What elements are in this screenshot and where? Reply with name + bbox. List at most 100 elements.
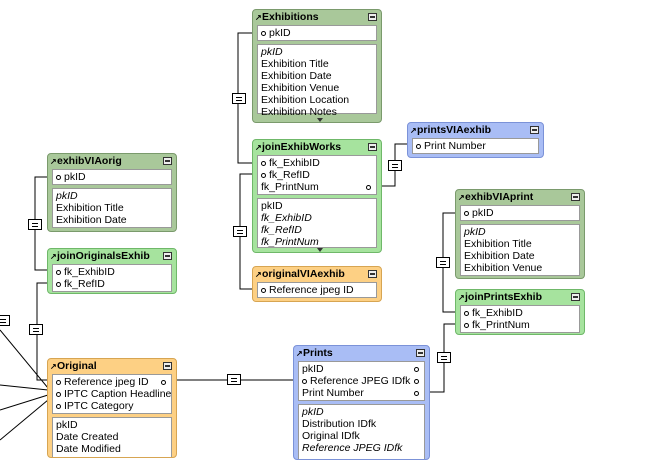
key-fields: pkID	[257, 25, 377, 41]
field[interactable]: fk_RefID	[261, 169, 373, 181]
field[interactable]: Distribution IDfk	[302, 418, 377, 430]
collapse-icon[interactable]	[368, 143, 377, 151]
field[interactable]: pkID	[56, 171, 168, 183]
field[interactable]: Reference jpeg ID	[261, 284, 373, 296]
field[interactable]: pkID	[261, 200, 283, 212]
key-fields: Reference jpeg ID IPTC Caption Headline …	[52, 374, 172, 414]
field[interactable]: fk_ExhibID	[464, 307, 576, 319]
field[interactable]: pkID	[464, 226, 486, 238]
field[interactable]: pkID	[302, 406, 324, 418]
key-fields: pkID Reference JPEG IDfk Print Number	[298, 361, 425, 401]
relationship-equals-icon[interactable]	[28, 219, 42, 230]
table-title: exhibVIAorig	[57, 155, 122, 167]
table-title: printsVIAexhib	[417, 124, 492, 136]
fields: pkID Exhibition Title Exhibition Date Ex…	[460, 224, 580, 276]
arrow-icon: ↗	[50, 157, 57, 166]
field[interactable]: Print Number	[416, 140, 535, 152]
collapse-icon[interactable]	[163, 157, 172, 165]
field[interactable]: Exhibition Notes	[261, 106, 337, 118]
collapse-icon[interactable]	[368, 13, 377, 21]
table-title: exhibVIAprint	[465, 191, 534, 203]
field[interactable]: Exhibition Title	[56, 202, 124, 214]
field[interactable]: Date Modified	[56, 443, 121, 455]
table-printsviaexhib[interactable]: ↗printsVIAexhib Print Number	[407, 122, 544, 158]
collapse-icon[interactable]	[368, 270, 377, 278]
relationship-equals-icon[interactable]	[0, 315, 10, 326]
field[interactable]: Exhibition Date	[261, 70, 332, 82]
table-title: joinPrintsExhib	[465, 291, 543, 303]
field[interactable]: Original IDfk	[302, 430, 360, 442]
field[interactable]: Exhibition Date	[56, 214, 127, 226]
collapse-icon[interactable]	[530, 126, 539, 134]
table-title: Prints	[303, 347, 333, 359]
field[interactable]: IPTC Category	[56, 400, 168, 412]
relationship-equals-icon[interactable]	[232, 93, 246, 104]
table-prints[interactable]: ↗Prints pkID Reference JPEG IDfk Print N…	[293, 345, 430, 460]
table-exhibitions[interactable]: ↗Exhibitions pkID pkID Exhibition Title …	[252, 9, 382, 123]
arrow-icon: ↗	[296, 349, 303, 358]
field[interactable]: pkID	[261, 46, 283, 58]
fields: pkID fk_ExhibID fk_RefID fk_PrintNum	[257, 198, 377, 248]
field[interactable]: Exhibition Venue	[261, 82, 340, 94]
field[interactable]: Print Number	[302, 387, 421, 399]
collapse-icon[interactable]	[571, 193, 580, 201]
field[interactable]: fk_ExhibID	[261, 157, 373, 169]
table-originalviaexhib[interactable]: ↗originalVIAexhib Reference jpeg ID	[252, 266, 382, 302]
table-title: Exhibitions	[262, 11, 319, 23]
field[interactable]: fk_ExhibID	[56, 266, 168, 278]
collapse-icon[interactable]	[416, 349, 425, 357]
fields: pkID Exhibition Title Exhibition Date Ex…	[257, 44, 377, 118]
key-fields: fk_ExhibID fk_RefID	[52, 264, 172, 292]
field[interactable]: pkID	[302, 363, 421, 375]
arrow-icon: ↗	[255, 270, 262, 279]
table-joinexhibworks[interactable]: ↗joinExhibWorks fk_ExhibID fk_RefID fk_P…	[252, 139, 382, 253]
field[interactable]: Exhibition Title	[261, 58, 329, 70]
relationship-equals-icon[interactable]	[233, 226, 247, 237]
field[interactable]: pkID	[56, 190, 78, 202]
field[interactable]: IPTC Caption Headline	[56, 388, 171, 400]
field[interactable]: Exhibition Date	[464, 250, 535, 262]
key-fields: Reference jpeg ID	[257, 282, 377, 298]
relationship-equals-icon[interactable]	[227, 374, 241, 385]
fields: pkID Exhibition Title Exhibition Date	[52, 188, 172, 228]
key-fields: fk_ExhibID fk_RefID fk_PrintNum	[257, 155, 377, 195]
arrow-icon: ↗	[410, 126, 417, 135]
field[interactable]: Reference JPEG IDfk	[302, 442, 403, 454]
field[interactable]: Date Created	[56, 431, 119, 443]
arrow-icon: ↗	[50, 252, 57, 261]
scroll-down-icon[interactable]	[317, 118, 323, 122]
field[interactable]: Reference JPEG IDfk	[302, 375, 421, 387]
field[interactable]: Reference jpeg ID	[56, 376, 168, 388]
field[interactable]: pkID	[464, 207, 576, 219]
fields: pkID Distribution IDfk Original IDfk Ref…	[298, 404, 425, 459]
field[interactable]: fk_RefID	[56, 278, 168, 290]
table-joinprintsexhib[interactable]: ↗joinPrintsExhib fk_ExhibID fk_PrintNum	[455, 289, 585, 335]
field[interactable]: fk_PrintNum	[261, 181, 373, 193]
field[interactable]: Exhibition Location	[261, 94, 350, 106]
relationship-equals-icon[interactable]	[388, 160, 402, 171]
table-exhibviaprint[interactable]: ↗exhibVIAprint pkID pkID Exhibition Titl…	[455, 189, 585, 279]
field[interactable]: fk_PrintNum	[464, 319, 576, 331]
scroll-down-icon[interactable]	[317, 248, 323, 252]
key-fields: fk_ExhibID fk_PrintNum	[460, 305, 580, 333]
relationship-equals-icon[interactable]	[436, 257, 450, 268]
table-title: joinExhibWorks	[262, 141, 342, 153]
field[interactable]: Exhibition Venue	[464, 262, 543, 274]
table-original[interactable]: ↗Original Reference jpeg ID IPTC Caption…	[47, 358, 177, 458]
field[interactable]: fk_PrintNum	[261, 236, 319, 248]
table-title: originalVIAexhib	[262, 268, 345, 280]
field[interactable]: pkID	[261, 27, 373, 39]
table-joinoriginalsexhib[interactable]: ↗joinOriginalsExhib fk_ExhibID fk_RefID	[47, 248, 177, 294]
collapse-icon[interactable]	[163, 362, 172, 370]
field[interactable]: fk_RefID	[261, 224, 302, 236]
field[interactable]: Exhibition Title	[464, 238, 532, 250]
table-title: joinOriginalsExhib	[57, 250, 150, 262]
arrow-icon: ↗	[458, 193, 465, 202]
collapse-icon[interactable]	[163, 252, 172, 260]
field[interactable]: fk_ExhibID	[261, 212, 312, 224]
field[interactable]: pkID	[56, 419, 78, 431]
relationship-equals-icon[interactable]	[29, 324, 43, 335]
relationship-equals-icon[interactable]	[437, 352, 451, 363]
table-exhibviaorig[interactable]: ↗exhibVIAorig pkID pkID Exhibition Title…	[47, 153, 177, 232]
collapse-icon[interactable]	[571, 293, 580, 301]
